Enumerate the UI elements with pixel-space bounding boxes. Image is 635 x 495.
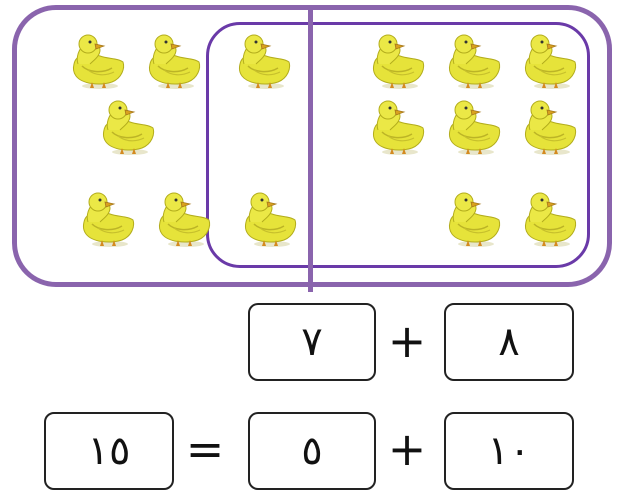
duck-icon: [520, 100, 582, 158]
duck-icon: [520, 192, 582, 250]
number-middle: ٥: [301, 428, 323, 474]
plus-sign: +: [387, 422, 427, 476]
duck-icon: [444, 34, 506, 92]
number-box-tens: ١٠: [444, 412, 574, 490]
duck-icon: [144, 34, 206, 92]
plus-sign: +: [387, 314, 427, 368]
number-box-right: ٨: [444, 303, 574, 381]
number-left: ٧: [301, 319, 323, 365]
inner-frame: [206, 22, 590, 268]
number-right: ٨: [498, 319, 520, 365]
equals-sign: =: [185, 422, 225, 476]
number-box-left: ٧: [248, 303, 376, 381]
duck-icon: [78, 192, 140, 250]
duck-icon: [68, 34, 130, 92]
number-tens: ١٠: [487, 428, 531, 474]
divider-line: [308, 5, 313, 292]
duck-icon: [444, 192, 506, 250]
duck-icon: [98, 100, 160, 158]
duck-icon: [444, 100, 506, 158]
duck-icon: [154, 192, 216, 250]
duck-icon: [368, 100, 430, 158]
duck-icon: [234, 34, 296, 92]
duck-icon: [240, 192, 302, 250]
result-value: ١٥: [87, 428, 131, 474]
duck-icon: [520, 34, 582, 92]
result-box: ١٥: [44, 412, 174, 490]
number-box-middle: ٥: [248, 412, 376, 490]
duck-icon: [368, 34, 430, 92]
